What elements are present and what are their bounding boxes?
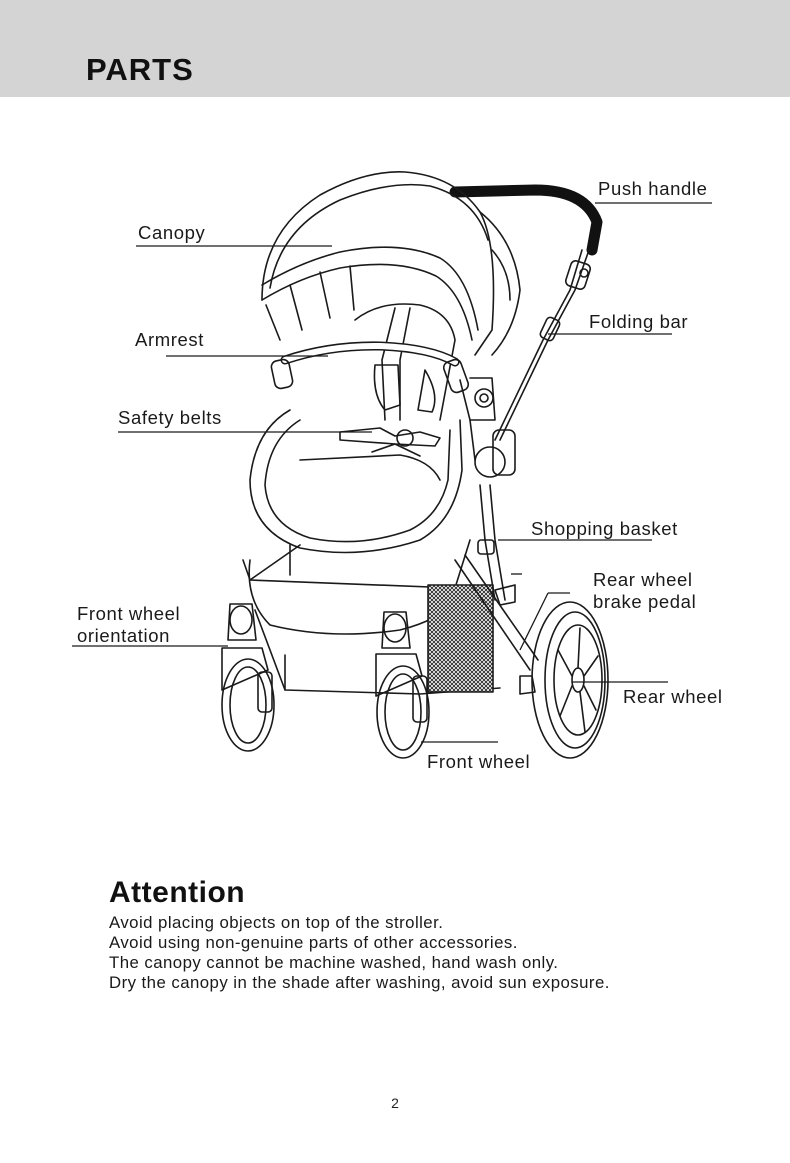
label-rear-wheel: Rear wheel (623, 686, 723, 707)
label-rear-wheel-brake-line1: Rear wheel (593, 569, 693, 590)
rear-brake-pedal-shape (494, 584, 516, 606)
attention-item: Avoid using non-genuine parts of other a… (109, 933, 518, 952)
attention-list: Avoid placing objects on top of the stro… (109, 913, 610, 993)
label-armrest: Armrest (135, 329, 204, 350)
label-shopping-basket: Shopping basket (531, 518, 678, 539)
label-front-wheel-orientation-line2: orientation (77, 625, 170, 646)
attention-item: Dry the canopy in the shade after washin… (109, 973, 610, 992)
stroller-diagram (72, 171, 712, 759)
canopy-shape (261, 171, 495, 356)
front-wheel-right-shape (376, 665, 430, 759)
label-safety-belts: Safety belts (118, 407, 222, 428)
rear-wheel-shape (531, 601, 609, 759)
label-push-handle: Push handle (598, 178, 708, 199)
label-folding-bar: Folding bar (589, 311, 689, 332)
label-rear-wheel-brake-line2: brake pedal (593, 591, 697, 612)
label-front-wheel-orientation-line1: Front wheel (77, 603, 181, 624)
safety-belt-buckle (339, 427, 441, 447)
front-wheel-left-shape (221, 658, 275, 752)
page-title: PARTS (86, 52, 194, 87)
attention-item: The canopy cannot be machine washed, han… (109, 953, 559, 972)
attention-title: Attention (109, 876, 246, 909)
attention-item: Avoid placing objects on top of the stro… (109, 913, 444, 932)
shopping-basket-mesh (427, 584, 494, 693)
header-band (0, 0, 790, 97)
push-handle-shape (449, 184, 603, 256)
label-front-wheel: Front wheel (427, 751, 531, 772)
page-number: 2 (391, 1095, 399, 1111)
label-canopy: Canopy (138, 222, 206, 243)
